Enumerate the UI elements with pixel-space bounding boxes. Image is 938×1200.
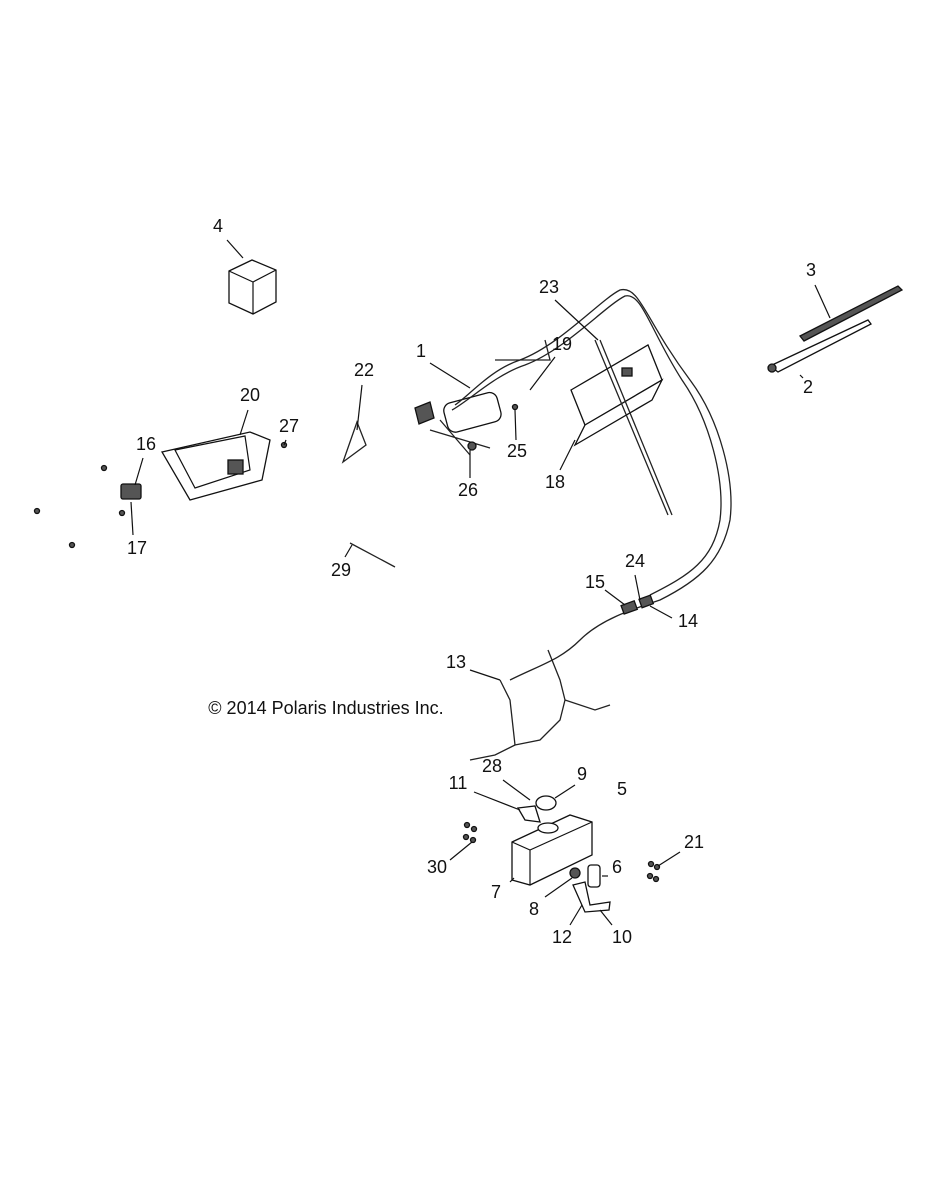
callout-22: 22 xyxy=(354,360,374,380)
callout-9: 9 xyxy=(577,764,587,784)
callout-25: 25 xyxy=(507,441,527,461)
callout-18: 18 xyxy=(545,472,565,492)
callout-30: 30 xyxy=(427,857,447,877)
callout-4: 4 xyxy=(213,216,223,236)
part-3-wiper-blade xyxy=(798,285,904,342)
part-1-wiper-motor xyxy=(414,391,502,456)
callout-10: 10 xyxy=(612,927,632,947)
small-fasteners xyxy=(33,403,519,549)
part-23-13-wire-harness xyxy=(451,288,732,761)
callout-13: 13 xyxy=(446,652,466,672)
part-18-bracket xyxy=(570,344,664,447)
callout-3: 3 xyxy=(806,260,816,280)
callout-20: 20 xyxy=(240,385,260,405)
callout-27: 27 xyxy=(279,416,299,436)
callout-6: 6 xyxy=(612,857,622,877)
part-29-tie xyxy=(349,542,396,568)
part-7-reservoir-tank xyxy=(511,814,593,886)
copyright-notice: © 2014 Polaris Industries Inc. xyxy=(208,698,443,718)
leader-lines xyxy=(130,239,831,926)
callout-2: 2 xyxy=(803,377,813,397)
callout-7: 7 xyxy=(491,882,501,902)
part-2-wiper-arm xyxy=(767,319,872,373)
part-20-switch-housing xyxy=(160,431,271,501)
callout-16: 16 xyxy=(136,434,156,454)
callout-23: 23 xyxy=(539,277,559,297)
callout-8: 8 xyxy=(529,899,539,919)
part-16-switch xyxy=(120,483,142,500)
callout-14: 14 xyxy=(678,611,698,631)
callout-24: 24 xyxy=(625,551,645,571)
part-6-pump xyxy=(587,864,601,888)
callout-19: 19 xyxy=(552,334,572,354)
callout-5: 5 xyxy=(617,779,627,799)
callout-12: 12 xyxy=(552,927,572,947)
part-22-clip xyxy=(341,420,367,464)
callout-1: 1 xyxy=(416,341,426,361)
callout-26: 26 xyxy=(458,480,478,500)
part-10-bracket xyxy=(572,881,611,913)
nuts xyxy=(462,821,661,883)
callout-21: 21 xyxy=(684,832,704,852)
callout-29: 29 xyxy=(331,560,351,580)
part-9-cap xyxy=(535,795,557,811)
callout-11: 11 xyxy=(449,773,468,793)
part-11-bracket xyxy=(516,805,541,823)
callout-17: 17 xyxy=(127,538,147,558)
callout-28: 28 xyxy=(482,756,502,776)
part-4-box xyxy=(228,259,277,315)
callout-15: 15 xyxy=(585,572,605,592)
part-8-grommet xyxy=(569,867,581,879)
